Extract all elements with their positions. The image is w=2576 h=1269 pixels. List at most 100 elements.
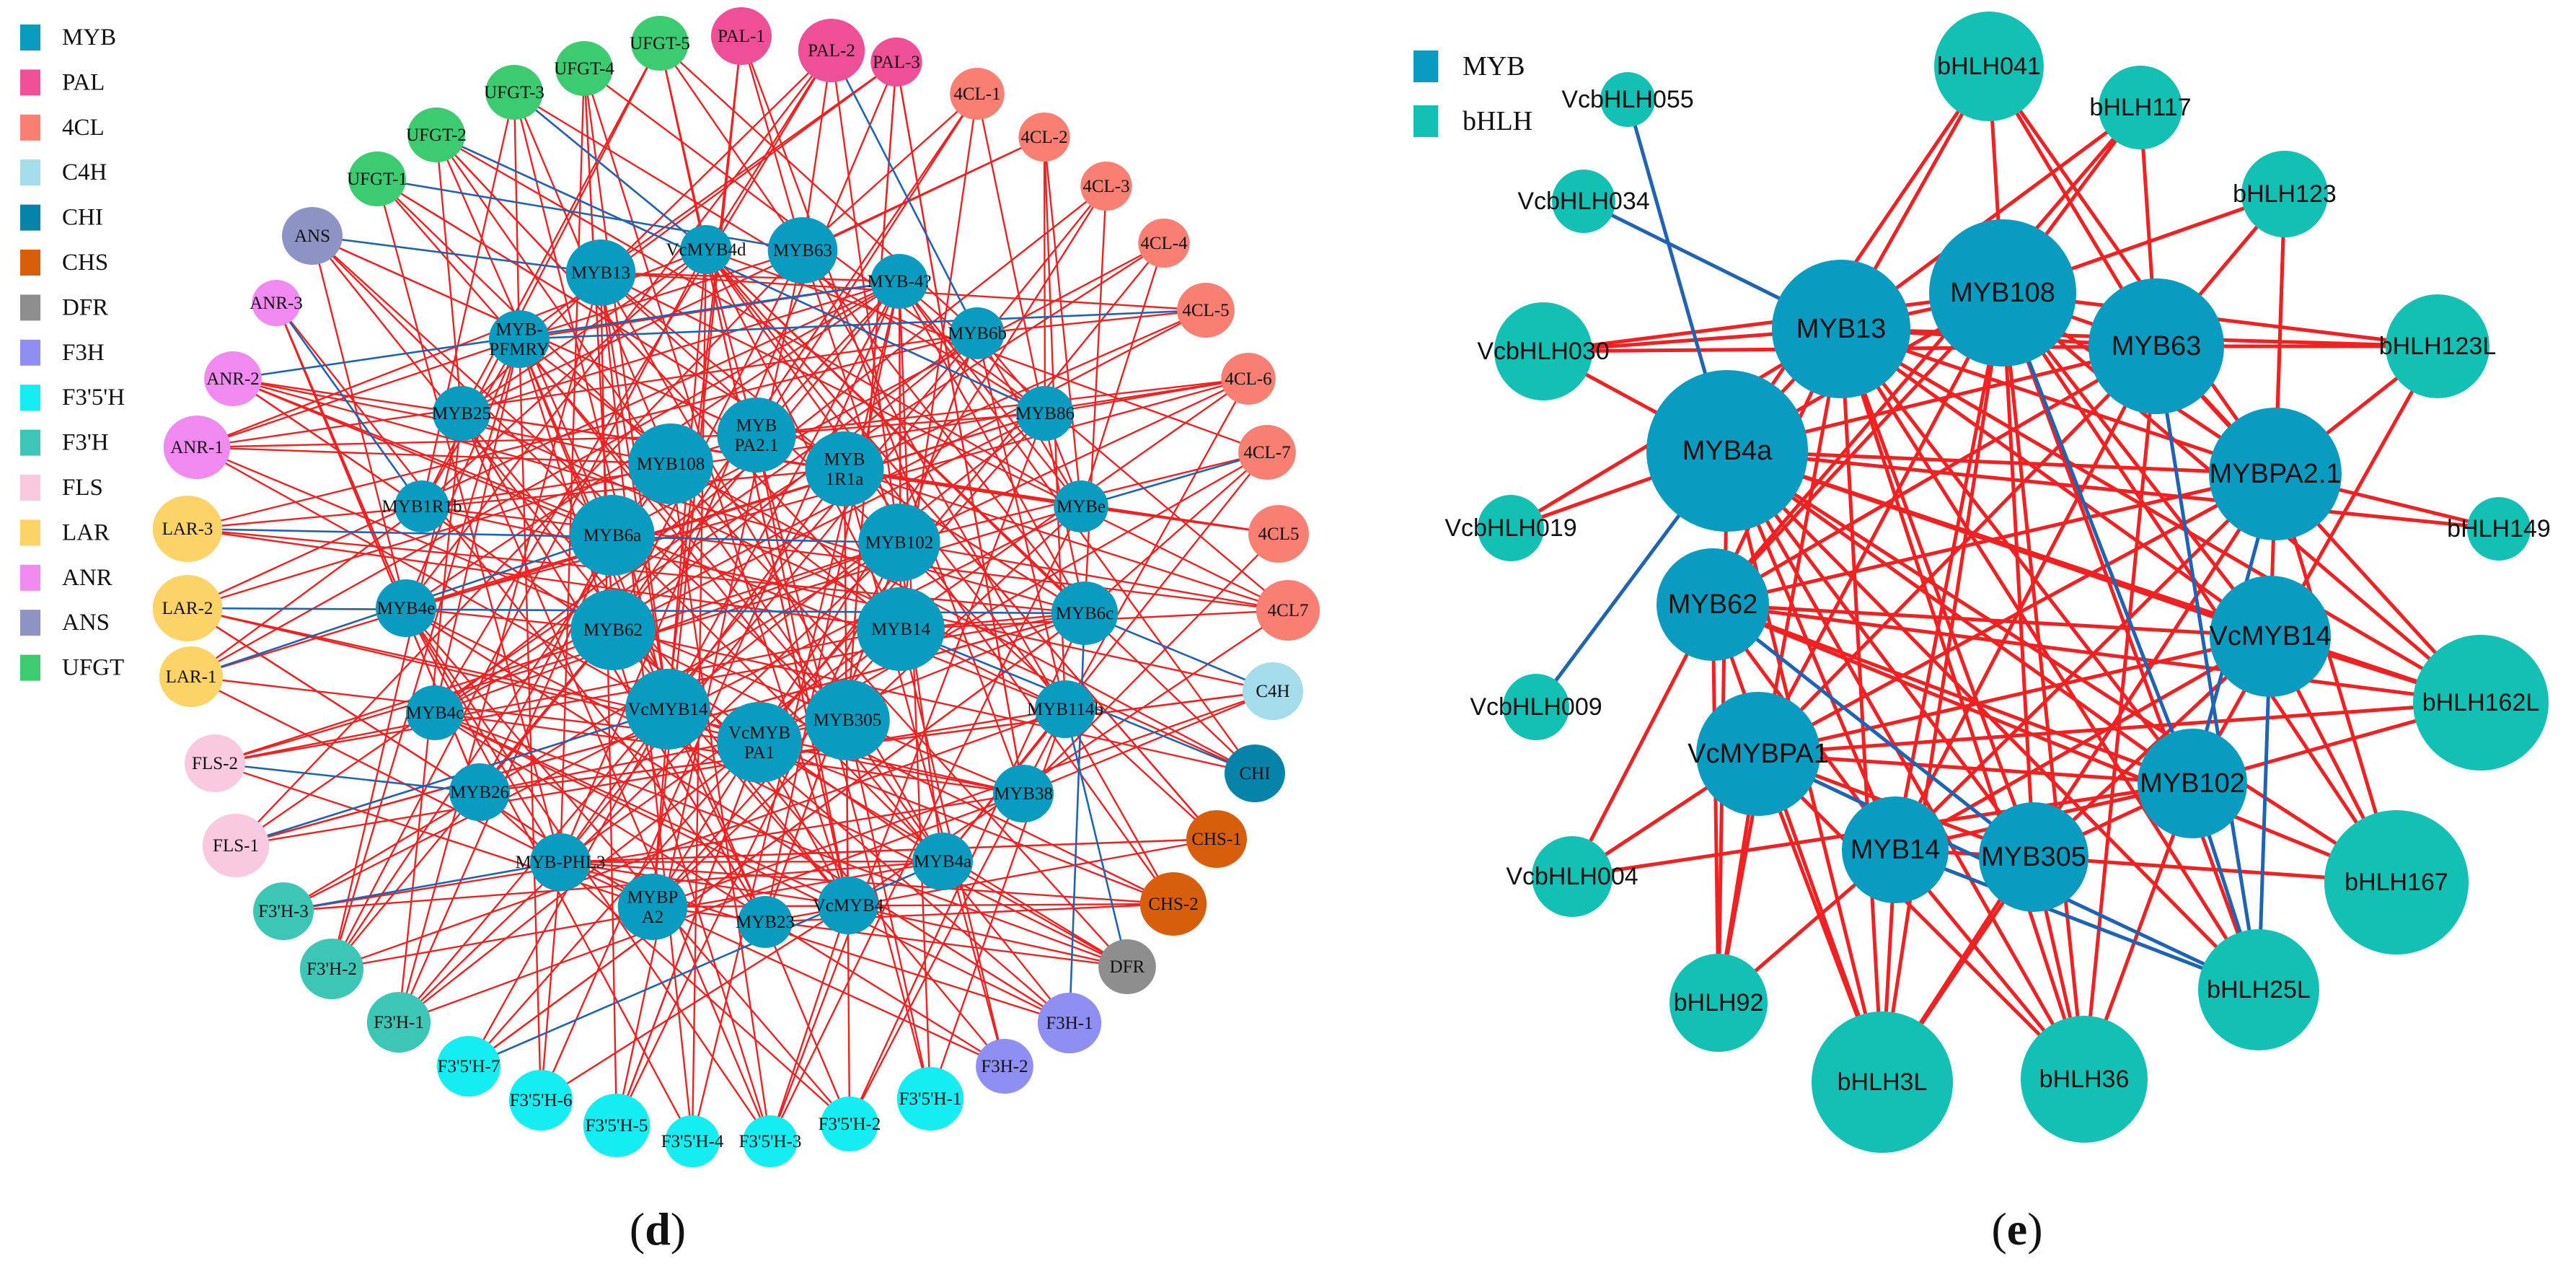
node-4cl-7[interactable]: 4CL-7 — [1238, 425, 1296, 480]
node-anr-1[interactable]: ANR-1 — [163, 416, 231, 479]
node-vcmyb4d[interactable]: VcMYB4d — [666, 225, 746, 274]
node-myb102[interactable]: MYB102 — [858, 504, 940, 581]
node-4cl-5[interactable]: 4CL-5 — [1177, 283, 1235, 338]
node-f3ph-3[interactable]: F3'H-3 — [253, 882, 314, 940]
node-myb114b[interactable]: MYB114b — [1027, 680, 1103, 738]
node-ufgt-2[interactable]: UFGT-2 — [406, 107, 467, 162]
node-f3p5ph-6[interactable]: F3'5'H-6 — [508, 1070, 573, 1130]
node-myb13[interactable]: MYB13 — [1772, 260, 1910, 398]
node-myb86[interactable]: MYB86 — [1015, 386, 1075, 441]
node-myb108[interactable]: MYB108 — [1929, 219, 2076, 366]
node-bhlh92[interactable]: bHLH92 — [1669, 954, 1768, 1052]
node-bhlh041[interactable]: bHLH041 — [1934, 12, 2044, 121]
node-myb-phl3[interactable]: MYB-PHL3 — [515, 833, 606, 891]
node-mybe[interactable]: MYBe — [1054, 480, 1108, 532]
node-myb38[interactable]: MYB38 — [993, 765, 1054, 822]
node-f3h-1[interactable]: F3H-1 — [1037, 993, 1102, 1053]
node-myb305[interactable]: MYB305 — [1979, 802, 2088, 912]
node-4cl-6[interactable]: 4CL-6 — [1221, 353, 1276, 405]
node-f3ph-1[interactable]: F3'H-1 — [366, 992, 431, 1053]
node-bhlh162l[interactable]: bHLH162L — [2413, 635, 2549, 770]
node-vcbhlh019[interactable]: VcbHLH019 — [1444, 495, 1577, 561]
node-f3p5ph-4[interactable]: F3'5'H-4 — [661, 1115, 724, 1167]
node-chs-1[interactable]: CHS-1 — [1186, 810, 1247, 868]
node-4cl7[interactable]: 4CL7 — [1256, 580, 1320, 641]
node-myb13[interactable]: MYB13 — [565, 240, 636, 306]
node-4cl-1[interactable]: 4CL-1 — [950, 68, 1005, 120]
node-f3p5ph-7[interactable]: F3'5'H-7 — [436, 1036, 501, 1097]
node-4cl-3[interactable]: 4CL-3 — [1080, 162, 1132, 211]
node-vcbhlh034[interactable]: VcbHLH034 — [1517, 170, 1650, 233]
node-myb4a[interactable]: MYB4a — [1646, 370, 1808, 532]
node-chs-2[interactable]: CHS-2 — [1139, 872, 1207, 936]
node-bhlh3l[interactable]: bHLH3L — [1812, 1011, 1953, 1153]
node-bhlh123[interactable]: bHLH123 — [2233, 151, 2337, 237]
node-vcmyb14[interactable]: VcMYB14 — [625, 669, 710, 750]
node-4cl-2[interactable]: 4CL-2 — [1018, 113, 1070, 162]
node-myb25[interactable]: MYB25 — [432, 386, 491, 441]
node-f3p5ph-1[interactable]: F3'5'H-1 — [896, 1067, 964, 1130]
node-lar-3[interactable]: LAR-3 — [152, 496, 223, 562]
node-myb102[interactable]: MYB102 — [2138, 729, 2247, 838]
node-myb4a[interactable]: MYB4a — [912, 833, 973, 890]
node-myb4c[interactable]: MYB4c — [406, 685, 464, 740]
node-myb305[interactable]: MYB305 — [805, 680, 890, 760]
node-chi[interactable]: CHI — [1225, 745, 1285, 802]
node-f3p5ph-5[interactable]: F3'5'H-5 — [583, 1094, 650, 1157]
node-mybpa2-1[interactable]: MYBPA2.1 — [2209, 408, 2342, 540]
node-bhlh36[interactable]: bHLH36 — [2021, 1016, 2148, 1143]
node-ans[interactable]: ANS — [282, 207, 343, 265]
node-myb6b[interactable]: MYB6b — [948, 307, 1007, 359]
node-myb23[interactable]: MYB23 — [736, 896, 795, 948]
node-myb63[interactable]: MYB63 — [767, 217, 838, 284]
node-c4h[interactable]: C4H — [1243, 662, 1303, 720]
node-fls-1[interactable]: FLS-1 — [202, 814, 270, 877]
node-vcbhlh004[interactable]: VcbHLH004 — [1506, 836, 1638, 917]
node-f3p5ph-2[interactable]: F3'5'H-2 — [819, 1097, 881, 1151]
node-anr-3[interactable]: ANR-3 — [250, 280, 303, 326]
node-myb-pfmry[interactable]: MYB-PFMRY — [489, 310, 550, 368]
node-4cl-4[interactable]: 4CL-4 — [1138, 219, 1190, 268]
node-vcbhlh009[interactable]: VcbHLH009 — [1470, 674, 1602, 740]
node-anr-2[interactable]: ANR-2 — [204, 351, 262, 406]
node-ufgt-4[interactable]: UFGT-4 — [554, 41, 614, 96]
node-ufgt-1[interactable]: UFGT-1 — [347, 152, 407, 206]
node-pal-1[interactable]: PAL-1 — [711, 7, 772, 65]
node-myb26[interactable]: MYB26 — [449, 763, 510, 821]
node-bhlh149[interactable]: bHLH149 — [2447, 497, 2551, 561]
node-vcbhlh055[interactable]: VcbHLH055 — [1561, 72, 1694, 127]
node-myb14[interactable]: MYB14 — [857, 587, 945, 671]
node-vcmybpa1[interactable]: VcMYBPA1 — [1688, 692, 1829, 816]
node-vcbhlh030[interactable]: VcbHLH030 — [1477, 302, 1610, 400]
node-f3p5ph-3[interactable]: F3'5'H-3 — [739, 1115, 802, 1167]
node-ufgt-5[interactable]: UFGT-5 — [630, 16, 690, 71]
node-pal-2[interactable]: PAL-2 — [798, 19, 865, 82]
node-vcmyb14[interactable]: VcMYB14 — [2210, 576, 2332, 697]
node-lar-2[interactable]: LAR-2 — [152, 575, 223, 641]
node-myb62[interactable]: MYB62 — [570, 589, 656, 670]
node-bhlh123l[interactable]: bHLH123L — [2379, 294, 2497, 398]
node-myb108[interactable]: MYB108 — [628, 423, 713, 504]
node-myb6c[interactable]: MYB6c — [1051, 581, 1119, 645]
node-f3ph-2[interactable]: F3'H-2 — [299, 939, 364, 999]
node-myb62[interactable]: MYB62 — [1657, 548, 1769, 661]
node-myb-4[interactable]: MYB-4? — [868, 254, 932, 309]
node-myb6a[interactable]: MYB6a — [570, 495, 655, 576]
node-myb14[interactable]: MYB14 — [1842, 796, 1949, 903]
node-dfr[interactable]: DFR — [1098, 939, 1156, 994]
node-f3h-2[interactable]: F3H-2 — [976, 1039, 1033, 1094]
node-bhlh117[interactable]: bHLH117 — [2089, 66, 2192, 149]
node-pal-3[interactable]: PAL-3 — [870, 38, 922, 87]
node-myb4e[interactable]: MYB4e — [376, 579, 436, 637]
node-4cl5[interactable]: 4CL5 — [1248, 505, 1309, 563]
node-vcmyb4[interactable]: VcMYB4 — [813, 877, 884, 934]
node-bhlh25l[interactable]: bHLH25L — [2198, 929, 2319, 1050]
node-myb63[interactable]: MYB63 — [2088, 278, 2224, 414]
node-bhlh167[interactable]: bHLH167 — [2324, 810, 2469, 954]
node-myb1r1b[interactable]: MYB1R1b — [381, 480, 462, 532]
node-ufgt-3[interactable]: UFGT-3 — [484, 65, 544, 120]
